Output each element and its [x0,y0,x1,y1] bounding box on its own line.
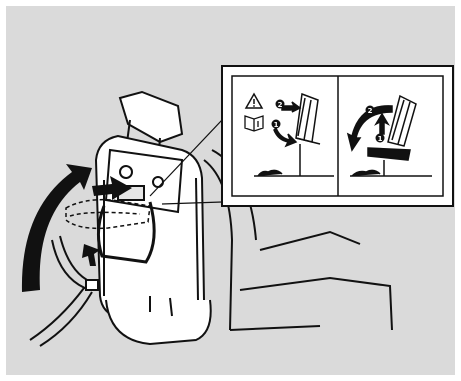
fold-arrow-icon [22,164,92,292]
svg-text:1: 1 [274,121,279,129]
svg-text:2: 2 [368,107,373,115]
svg-text:2: 2 [278,101,283,109]
svg-text:1: 1 [378,135,383,143]
down-arrow-icon [82,244,100,266]
instruction-label-inset: 2 1 2 1 [222,66,453,206]
